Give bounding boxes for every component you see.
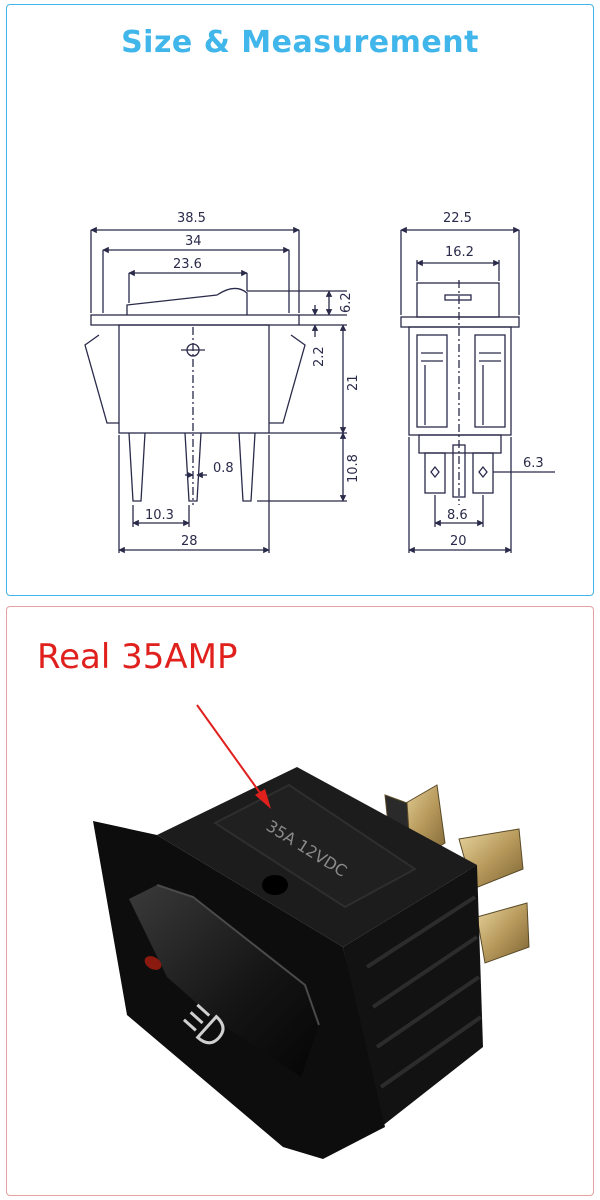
dim-side-terminal-width: 6.3 xyxy=(523,456,544,471)
indicator-light xyxy=(144,956,162,970)
callout-arrow xyxy=(196,704,264,798)
dim-front-body-height: 21 xyxy=(346,374,361,391)
dim-front-width-outer: 38.5 xyxy=(177,211,206,226)
rocker-button xyxy=(129,885,319,1077)
side-ribs xyxy=(365,895,483,1089)
switch-body-side xyxy=(343,865,483,1127)
switch-photo: 35A 12VDC xyxy=(93,704,530,1159)
dim-front-flange-height: 2.2 xyxy=(312,346,327,367)
dim-front-pin-thickness: 0.8 xyxy=(213,461,234,476)
callout-text: Real 35AMP xyxy=(37,637,238,677)
dim-front-rocker-height: 6.2 xyxy=(339,292,354,313)
drawing-panel: Size & Measurement xyxy=(6,4,594,596)
technical-drawing: 38.5 34 23.6 28 10.3 0.8 6.2 2.2 21 10.8… xyxy=(84,211,555,554)
headlight-icon xyxy=(182,1003,225,1045)
dim-side-width-top: 16.2 xyxy=(445,245,474,260)
front-view xyxy=(84,226,347,554)
side-view xyxy=(400,226,555,554)
dim-front-width-rocker: 23.6 xyxy=(173,257,202,272)
dim-side-width-outer: 22.5 xyxy=(443,211,472,226)
photo-panel: 35A 12VDC Real 35AMP xyxy=(6,606,594,1196)
dim-front-pin-spacing: 10.3 xyxy=(145,508,174,523)
dim-side-body-width: 20 xyxy=(450,534,467,549)
mount-hole xyxy=(262,875,288,895)
dim-front-terminal-length: 10.8 xyxy=(346,454,361,483)
page-title: Size & Measurement xyxy=(121,25,479,60)
dim-front-body-width: 28 xyxy=(181,534,198,549)
dim-side-pin-spacing: 8.6 xyxy=(447,508,468,523)
dim-front-width-frame: 34 xyxy=(185,234,202,249)
